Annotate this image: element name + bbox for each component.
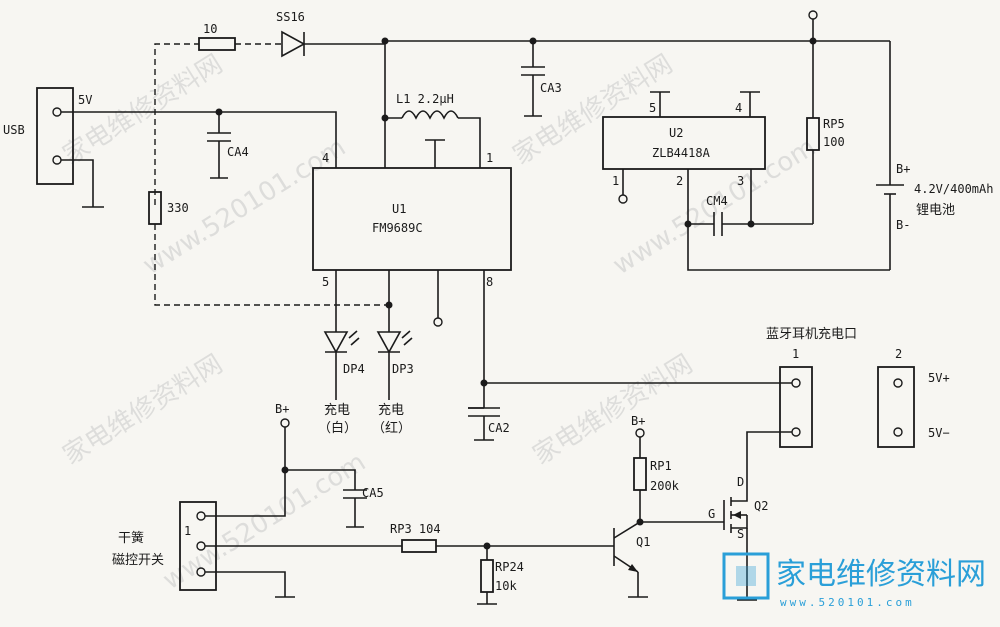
u1-pin1: 1	[486, 151, 493, 165]
resistor-rp24	[480, 559, 494, 593]
port-5vplus: 5V+	[928, 371, 950, 385]
rp24-label: RP24	[495, 560, 524, 574]
dp3-label: DP3	[392, 362, 414, 376]
r330-label: 330	[167, 201, 189, 215]
q1-label: Q1	[636, 535, 650, 549]
rp5-value: 100	[823, 135, 845, 149]
reed-pin1: 1	[184, 524, 191, 538]
u2-pin4: 4	[735, 101, 742, 115]
cm4-label: CM4	[706, 194, 728, 208]
resistor-330	[148, 191, 162, 225]
ca4-label: CA4	[227, 145, 249, 159]
bt-port2: 2	[895, 347, 902, 361]
u1-pin4: 4	[322, 151, 329, 165]
u2-part: ZLB4418A	[652, 146, 711, 160]
batt-bminus: B-	[896, 218, 910, 232]
ic-u2	[602, 116, 766, 170]
dp4-label: DP4	[343, 362, 365, 376]
batt-spec: 4.2V/400mAh	[914, 182, 993, 196]
rp1-label: RP1	[650, 459, 672, 473]
ic-u1	[312, 167, 512, 271]
resistor-10	[198, 37, 236, 51]
watermark-cn: 家电维修资料网	[528, 349, 698, 471]
rp1-value: 200k	[650, 479, 680, 493]
diode-ss16	[281, 30, 306, 58]
u2-name: U2	[669, 126, 683, 140]
ss16-label: SS16	[276, 10, 305, 24]
watermark-cn: 家电维修资料网	[58, 49, 228, 171]
mosfet-q2	[723, 490, 748, 533]
rp3-label: RP3 104	[390, 522, 441, 536]
bplus-left: B+	[275, 402, 289, 416]
resistor-rp3	[401, 539, 437, 553]
bt-port-right	[877, 366, 915, 448]
l1-label: L1 2.2μH	[396, 92, 454, 106]
site-logo: 家电维修资料网 www.520101.com	[722, 552, 986, 609]
dp4-text: 充电	[324, 402, 350, 418]
bt-port-left	[779, 366, 813, 448]
usb-5v-label: 5V	[78, 93, 92, 107]
batt-name: 锂电池	[916, 203, 955, 218]
ca5-label: CA5	[362, 486, 384, 500]
u1-pin5: 5	[322, 275, 329, 289]
u2-pin1: 1	[612, 174, 619, 188]
bt-port1: 1	[792, 347, 799, 361]
dp4-color: （白）	[318, 420, 357, 436]
port-5vminus: 5V−	[928, 426, 950, 440]
rp5-label: RP5	[823, 117, 845, 131]
u1-pin8: 8	[486, 275, 493, 289]
u2-pin5: 5	[649, 101, 656, 115]
usb-label: USB	[3, 123, 25, 137]
q2-label: Q2	[754, 499, 768, 513]
q2-s: S	[737, 527, 744, 541]
rp24-value: 10k	[495, 579, 517, 593]
u2-pin2: 2	[676, 174, 683, 188]
u1-part: FM9689C	[372, 221, 423, 235]
q2-g: G	[708, 507, 715, 521]
u1-name: U1	[392, 202, 406, 216]
logo-url: www.520101.com	[780, 596, 915, 609]
dp3-color: （红）	[372, 420, 411, 436]
bt-port-title: 蓝牙耳机充电口	[766, 326, 857, 342]
reed-label-1: 干簧	[118, 530, 144, 546]
u2-pin3: 3	[737, 174, 744, 188]
bplus-rp1: B+	[631, 414, 645, 428]
ca3-label: CA3	[540, 81, 562, 95]
r10-label: 10	[203, 22, 217, 36]
logo-cn: 家电维修资料网	[776, 557, 986, 592]
q2-d: D	[737, 475, 744, 489]
watermark-cn: 家电维修资料网	[58, 349, 228, 471]
led-dp3	[376, 330, 413, 354]
dp3-text: 充电	[378, 402, 404, 418]
reed-label-2: 磁控开关	[112, 553, 164, 568]
ca2-label: CA2	[488, 421, 510, 435]
transistor-q1	[613, 521, 641, 573]
batt-bplus: B+	[896, 162, 910, 176]
resistor-rp1	[633, 457, 647, 491]
led-dp4	[323, 330, 360, 354]
